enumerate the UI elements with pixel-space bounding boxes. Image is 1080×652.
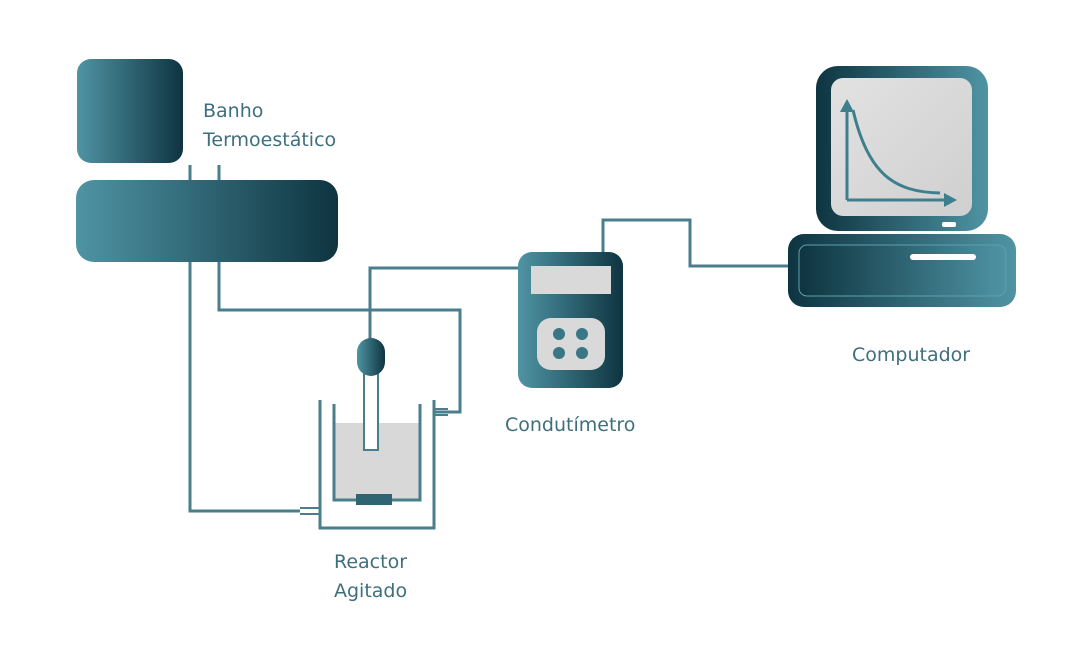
bath-label-line2: Termoestático (203, 129, 337, 151)
computer (788, 66, 1016, 307)
tubing (188, 165, 790, 513)
x-axis-arrowhead (944, 193, 957, 207)
keypad-button (576, 347, 588, 359)
stirred-reactor (300, 338, 448, 530)
monitor-led (942, 222, 956, 227)
jacket-inlet-nozzle (300, 507, 320, 515)
bath-body (76, 180, 338, 262)
probe-head (357, 338, 385, 376)
jacket-outlet-tube (217, 260, 462, 414)
computer-label: Computador (852, 344, 971, 366)
conductimeter-display (531, 266, 611, 294)
bath-top-unit (77, 59, 183, 163)
computer-base-panel (798, 244, 1007, 297)
stir-bar (356, 494, 392, 505)
monitor-screen (831, 78, 972, 216)
screen-plot (845, 108, 948, 202)
y-axis-arrowhead (840, 99, 854, 112)
reactor-label-line2: Agitado (334, 580, 408, 602)
thermostatic-bath (76, 59, 338, 262)
probe-cable (368, 266, 522, 340)
jacket-inlet-tube (188, 260, 300, 513)
reactor-outer-jacket (318, 400, 436, 530)
plot-decay-curve (851, 109, 941, 195)
bath-label-line1: Banho (203, 100, 264, 122)
data-cable (601, 218, 790, 268)
conductimeter-keypad (537, 318, 605, 370)
probe-stem (363, 367, 379, 451)
conductimeter-label: Condutímetro (505, 414, 636, 436)
keypad-button (553, 328, 565, 340)
disk-drive-slot (910, 254, 976, 260)
keypad-button (576, 328, 588, 340)
conductimeter (518, 252, 623, 388)
reactor-label-line1: Reactor (334, 551, 408, 573)
jacket-outlet-nozzle (434, 408, 448, 416)
keypad-button (553, 347, 565, 359)
